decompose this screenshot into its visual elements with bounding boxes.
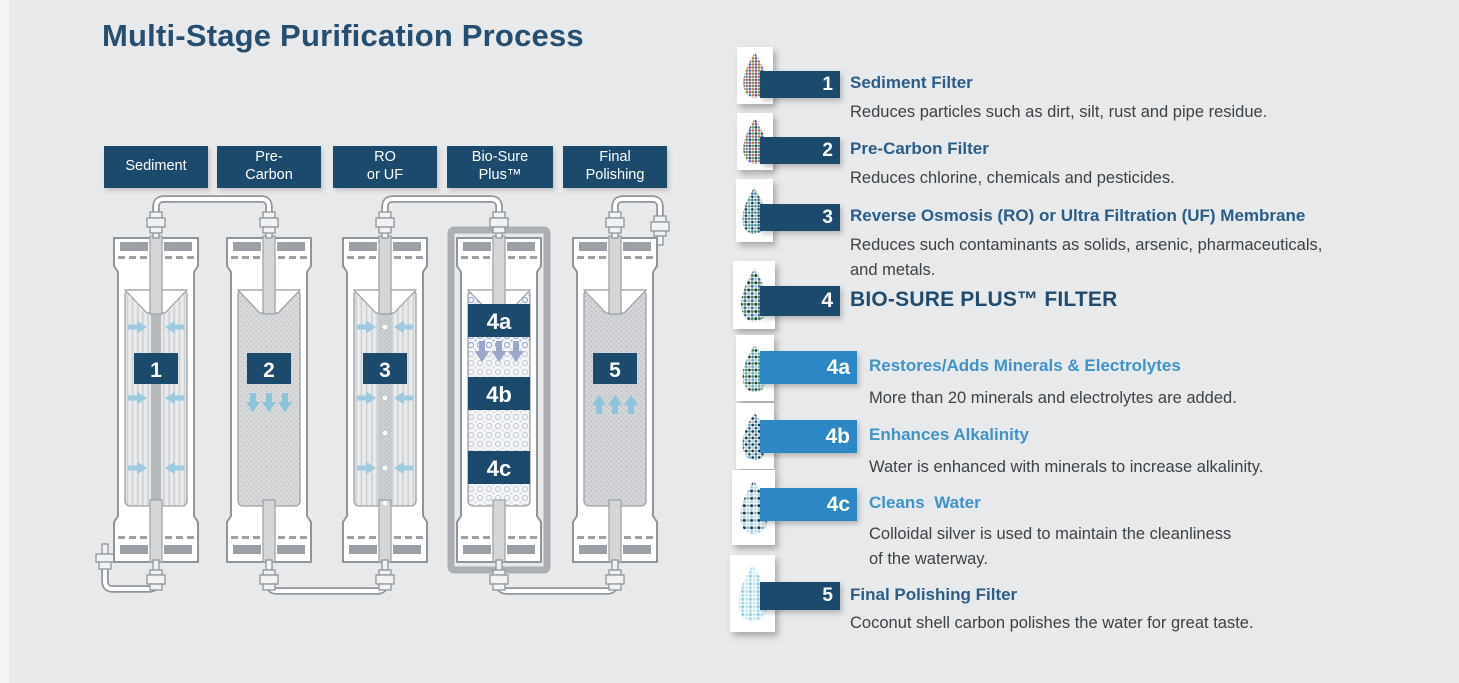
stage-label-pre-carbon: Pre- Carbon [217, 146, 321, 188]
legend-item-description: Reduces such contaminants as solids, ars… [850, 236, 1323, 279]
left-edge-strip [0, 0, 9, 683]
legend-item-title: Pre-Carbon Filter [850, 139, 989, 158]
legend-item-title: Cleans Water [869, 493, 981, 512]
stage-badge: 3 [379, 359, 391, 382]
stage-badge: 4b [486, 382, 512, 407]
stage-label-final-polishing: Final Polishing [563, 146, 667, 188]
stage-label-sediment: Sediment [104, 146, 208, 188]
legend-item-title: Final Polishing Filter [850, 585, 1018, 604]
legend-item-description: Water is enhanced with minerals to incre… [869, 458, 1264, 476]
purification-diagram: 1 2 [95, 195, 670, 595]
filter-cartridge-4: 4a 4b 4c [447, 211, 551, 591]
filter-cartridge-5: 5 [572, 211, 658, 591]
legend-number-badge: 3 [760, 204, 840, 231]
stage-badge: 4a [487, 309, 512, 334]
legend-number-badge: 5 [760, 582, 840, 610]
stage-label-ro-uf: RO or UF [333, 146, 437, 188]
down-arrows-icon [246, 393, 292, 412]
stage-label-bio-sure: Bio-Sure Plus™ [447, 146, 553, 188]
page-title: Multi-Stage Purification Process [102, 18, 584, 53]
stage-badge: 4c [487, 456, 511, 481]
legend-item-description: Reduces particles such as dirt, silt, ru… [850, 103, 1268, 121]
stage-badge: 2 [263, 359, 275, 382]
legend-number-badge: 2 [760, 137, 840, 164]
legend-item-title: Sediment Filter [850, 73, 973, 92]
legend-item-title: Reverse Osmosis (RO) or Ultra Filtration… [850, 206, 1306, 225]
down-arrows-icon [474, 341, 524, 362]
stage-badge: 1 [150, 359, 162, 382]
up-arrows-icon [592, 395, 638, 414]
legend-item-title: Enhances Alkalinity [869, 425, 1029, 444]
legend-item-title: Restores/Adds Minerals & Electrolytes [869, 356, 1181, 375]
inlet-fitting-icon [95, 543, 115, 570]
inward-arrows-icon [357, 320, 413, 475]
filter-cartridge-1: 1 [113, 211, 199, 591]
legend-number-badge: 4 [760, 286, 840, 316]
legend-number-badge: 4c [760, 488, 857, 521]
stage-badge: 5 [609, 359, 621, 382]
legend-item-description: Coconut shell carbon polishes the water … [850, 614, 1254, 632]
legend-item-description: Reduces chlorine, chemicals and pesticid… [850, 169, 1175, 187]
legend-item-description: Colloidal silver is used to maintain the… [869, 525, 1232, 568]
membrane-dots [382, 324, 388, 506]
filter-cartridge-3: 3 [342, 211, 428, 591]
legend-number-badge: 1 [760, 71, 840, 98]
legend-item-title: BIO-SURE PLUS™ FILTER [850, 288, 1118, 311]
inward-arrows-icon [128, 320, 184, 475]
legend-number-badge: 4b [760, 420, 857, 453]
legend-item-description: More than 20 minerals and electrolytes a… [869, 389, 1237, 407]
filter-cartridge-2: 2 [226, 211, 312, 591]
legend-number-badge: 4a [760, 351, 857, 384]
